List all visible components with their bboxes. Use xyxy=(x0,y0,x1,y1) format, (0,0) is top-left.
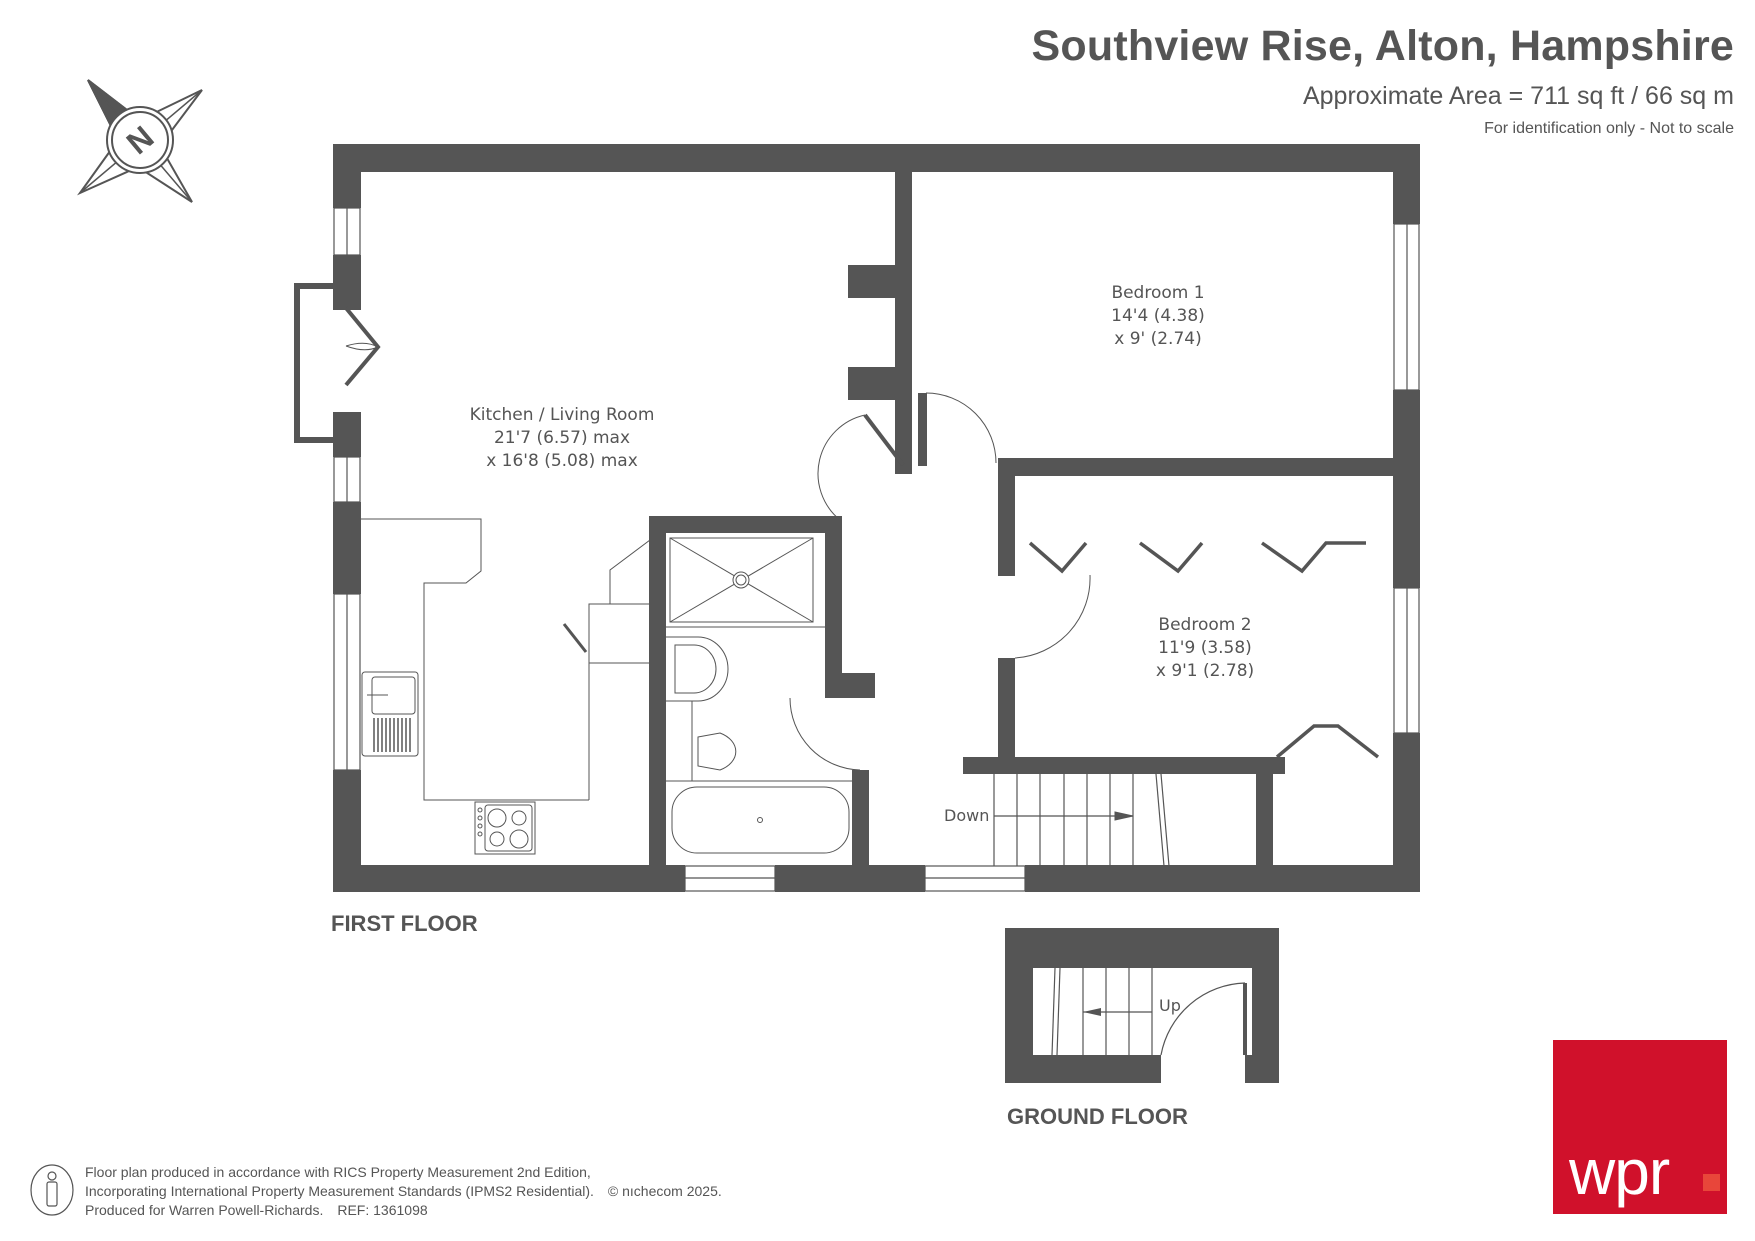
room-dimension: 21'7 (6.57) max xyxy=(493,428,631,448)
person-scale-icon xyxy=(30,1164,74,1216)
ground-floor-walls xyxy=(1005,928,1279,1083)
room-dimension: x 9' (2.74) xyxy=(1114,329,1202,349)
compass-north-icon: N xyxy=(77,79,203,203)
doors-fixtures xyxy=(344,306,1380,867)
room-kitchen-living: Kitchen / Living Room 21'7 (6.57) max x … xyxy=(470,404,655,473)
footer-line-3: Produced for Warren Powell-Richards. xyxy=(85,1202,324,1218)
room-dimension: 11'9 (3.58) xyxy=(1158,638,1252,658)
wpr-logo: wpr xyxy=(1553,1040,1727,1214)
room-dimension: 14'4 (4.38) xyxy=(1111,306,1205,326)
logo-dot xyxy=(1703,1174,1720,1191)
room-name: Kitchen / Living Room xyxy=(469,405,655,425)
room-name: Bedroom 2 xyxy=(1158,615,1252,635)
room-bedroom-1: Bedroom 1 14'4 (4.38) x 9' (2.74) xyxy=(1111,282,1205,351)
stairs-down-label: Down xyxy=(944,806,990,825)
property-title: Southview Rise, Alton, Hampshire xyxy=(1031,22,1734,70)
copyright: © nıchecom 2025. xyxy=(607,1183,722,1199)
footer-line-2: Incorporating International Property Mea… xyxy=(85,1183,594,1199)
footer-line-1: Floor plan produced in accordance with R… xyxy=(85,1164,591,1180)
reference-number: REF: 1361098 xyxy=(337,1202,428,1218)
footer-notes: Floor plan produced in accordance with R… xyxy=(85,1163,722,1220)
room-dimension: x 16'8 (5.08) max xyxy=(486,451,638,471)
approximate-area: Approximate Area = 711 sq ft / 66 sq m xyxy=(1302,82,1734,110)
ground-floor-label: GROUND FLOOR xyxy=(1007,1104,1188,1129)
room-dimension: x 9'1 (2.78) xyxy=(1155,661,1255,681)
first-floor-walls xyxy=(294,144,1420,892)
stairs-up-label: Up xyxy=(1159,996,1181,1015)
logo-text: wpr xyxy=(1569,1136,1670,1208)
room-bedroom-2: Bedroom 2 11'9 (3.58) x 9'1 (2.78) xyxy=(1156,614,1254,683)
room-name: Bedroom 1 xyxy=(1111,283,1205,303)
scale-disclaimer: For identification only - Not to scale xyxy=(1484,120,1734,137)
windows xyxy=(333,207,1420,892)
first-floor-label: FIRST FLOOR xyxy=(331,911,478,936)
